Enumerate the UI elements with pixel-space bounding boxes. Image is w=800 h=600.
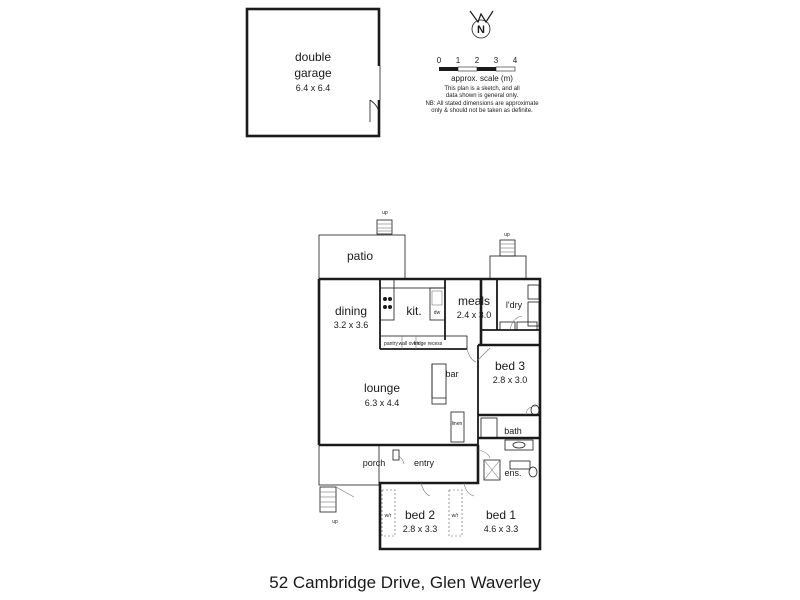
garage-dimensions: 6.4 x 6.4	[296, 83, 331, 93]
bed2-label: bed 2	[405, 508, 435, 522]
door-swing	[466, 348, 477, 363]
bed2-robe	[381, 489, 396, 537]
scale-label: approx. scale (m)	[451, 74, 513, 83]
bath-label: bath	[504, 426, 522, 436]
garage-side-door-swing	[369, 99, 380, 123]
door-swing	[477, 347, 491, 361]
bed3-label: bed 3	[495, 359, 525, 373]
scale-tick-0: 0	[437, 56, 442, 65]
scale-note-3: NB: All stated dimensions are approximat…	[425, 101, 539, 107]
bed1-robe	[448, 489, 463, 537]
door-swing	[420, 482, 431, 497]
bath-basin	[512, 441, 526, 449]
laundry-label: l'dry	[506, 300, 523, 310]
scale-tick-2: 2	[475, 56, 480, 65]
scale-bar: 0 1 2 3 4 approx. scale (m) This plan is…	[425, 56, 539, 114]
cooktop-burner	[388, 305, 392, 309]
laundry-cupboard	[527, 301, 540, 327]
linen-label: linen	[452, 421, 463, 427]
bath-tub	[480, 417, 498, 439]
patio-steps: up	[376, 210, 393, 235]
entry-threshold	[392, 449, 400, 461]
patio-label: patio	[347, 249, 373, 263]
dining-label: dining	[335, 304, 367, 318]
kitchen-label: kit.	[406, 304, 421, 318]
garage: double garage 6.4 x 6.4	[245, 7, 381, 138]
door-swing	[463, 482, 475, 497]
bar-label: bar	[445, 369, 458, 379]
property-address: 52 Cambridge Drive, Glen Waverley	[269, 573, 541, 592]
laundry-trough	[527, 284, 540, 300]
ensuite-vanity	[509, 460, 531, 470]
cooktop-burner	[388, 297, 392, 301]
bed2-dimensions: 2.8 x 3.3	[403, 524, 438, 534]
scale-note-4: only & should not be taken as definite.	[431, 108, 533, 114]
ensuite-shower	[483, 459, 501, 481]
dining-dimensions: 3.2 x 3.6	[334, 320, 369, 330]
fridge-recess-label: fridge recess	[414, 341, 443, 347]
scale-segment-4	[495, 66, 516, 72]
kitchen-benches: dw pantry wall oven fridge recess	[379, 278, 468, 350]
bath-toilet	[530, 404, 540, 416]
pantry-label: pantry	[384, 341, 398, 347]
lounge-label: lounge	[364, 381, 400, 395]
porch-balustrade	[335, 486, 355, 498]
door-swing	[525, 405, 539, 416]
garage-name-line1: double	[295, 50, 331, 64]
kitchen-sink	[431, 290, 443, 306]
ensuite-label: ens.	[504, 468, 521, 478]
door-swing	[477, 449, 491, 459]
meals-store-2	[516, 321, 538, 331]
dishwasher-label: dw	[434, 310, 441, 316]
compass-letter: N	[477, 24, 485, 36]
meals-dimensions: 2.4 x 3.0	[457, 310, 492, 320]
meals-store	[499, 321, 516, 331]
scale-segment-3	[477, 67, 496, 71]
bed1-label: bed 1	[486, 508, 516, 522]
linen-cupboard	[450, 411, 465, 443]
garage-name-line2: garage	[294, 66, 332, 80]
lounge-dimensions: 6.3 x 4.4	[365, 398, 400, 408]
house-plan: up patio up dw	[317, 210, 542, 551]
scale-segment-2	[457, 66, 478, 72]
compass-circle	[471, 19, 491, 39]
bath-vanity	[504, 439, 534, 451]
bed1-dimensions: 4.6 x 3.3	[484, 524, 519, 534]
bed3-dimensions: 2.8 x 3.0	[493, 375, 528, 385]
ensuite-toilet	[528, 466, 538, 478]
laundry-steps-up-label: up	[504, 232, 510, 238]
porch-outline	[318, 444, 380, 486]
bed2-robe-label: w/r	[385, 513, 392, 519]
porch-steps: up	[319, 486, 355, 525]
bed1-robe-label: w/r	[452, 513, 459, 519]
north-compass: N	[469, 10, 494, 39]
cooktop-burner	[383, 297, 387, 301]
entry-label: entry	[414, 458, 435, 468]
scale-tick-3: 3	[494, 56, 499, 65]
laundry-landing	[489, 255, 527, 280]
laundry-steps: up	[499, 232, 516, 257]
patio-steps-up-label: up	[382, 210, 388, 216]
porch-label: porch	[363, 458, 386, 468]
meals-label: meals	[458, 294, 490, 308]
compass-arrow-icon	[469, 10, 494, 24]
scale-note-2: data shown is general only.	[446, 93, 519, 99]
doors	[394, 315, 539, 497]
scale-segment-1	[439, 67, 458, 71]
scale-note-1: This plan is a sketch, and all	[444, 86, 519, 92]
scale-tick-1: 1	[456, 56, 461, 65]
wall-oven-label: wall oven	[399, 341, 420, 347]
scale-tick-4: 4	[513, 56, 518, 65]
bar-outline	[431, 364, 446, 399]
cooktop-burner	[383, 305, 387, 309]
door-swing	[509, 315, 523, 331]
house-outer-walls	[317, 277, 542, 551]
porch-steps-up-label: up	[332, 519, 338, 525]
